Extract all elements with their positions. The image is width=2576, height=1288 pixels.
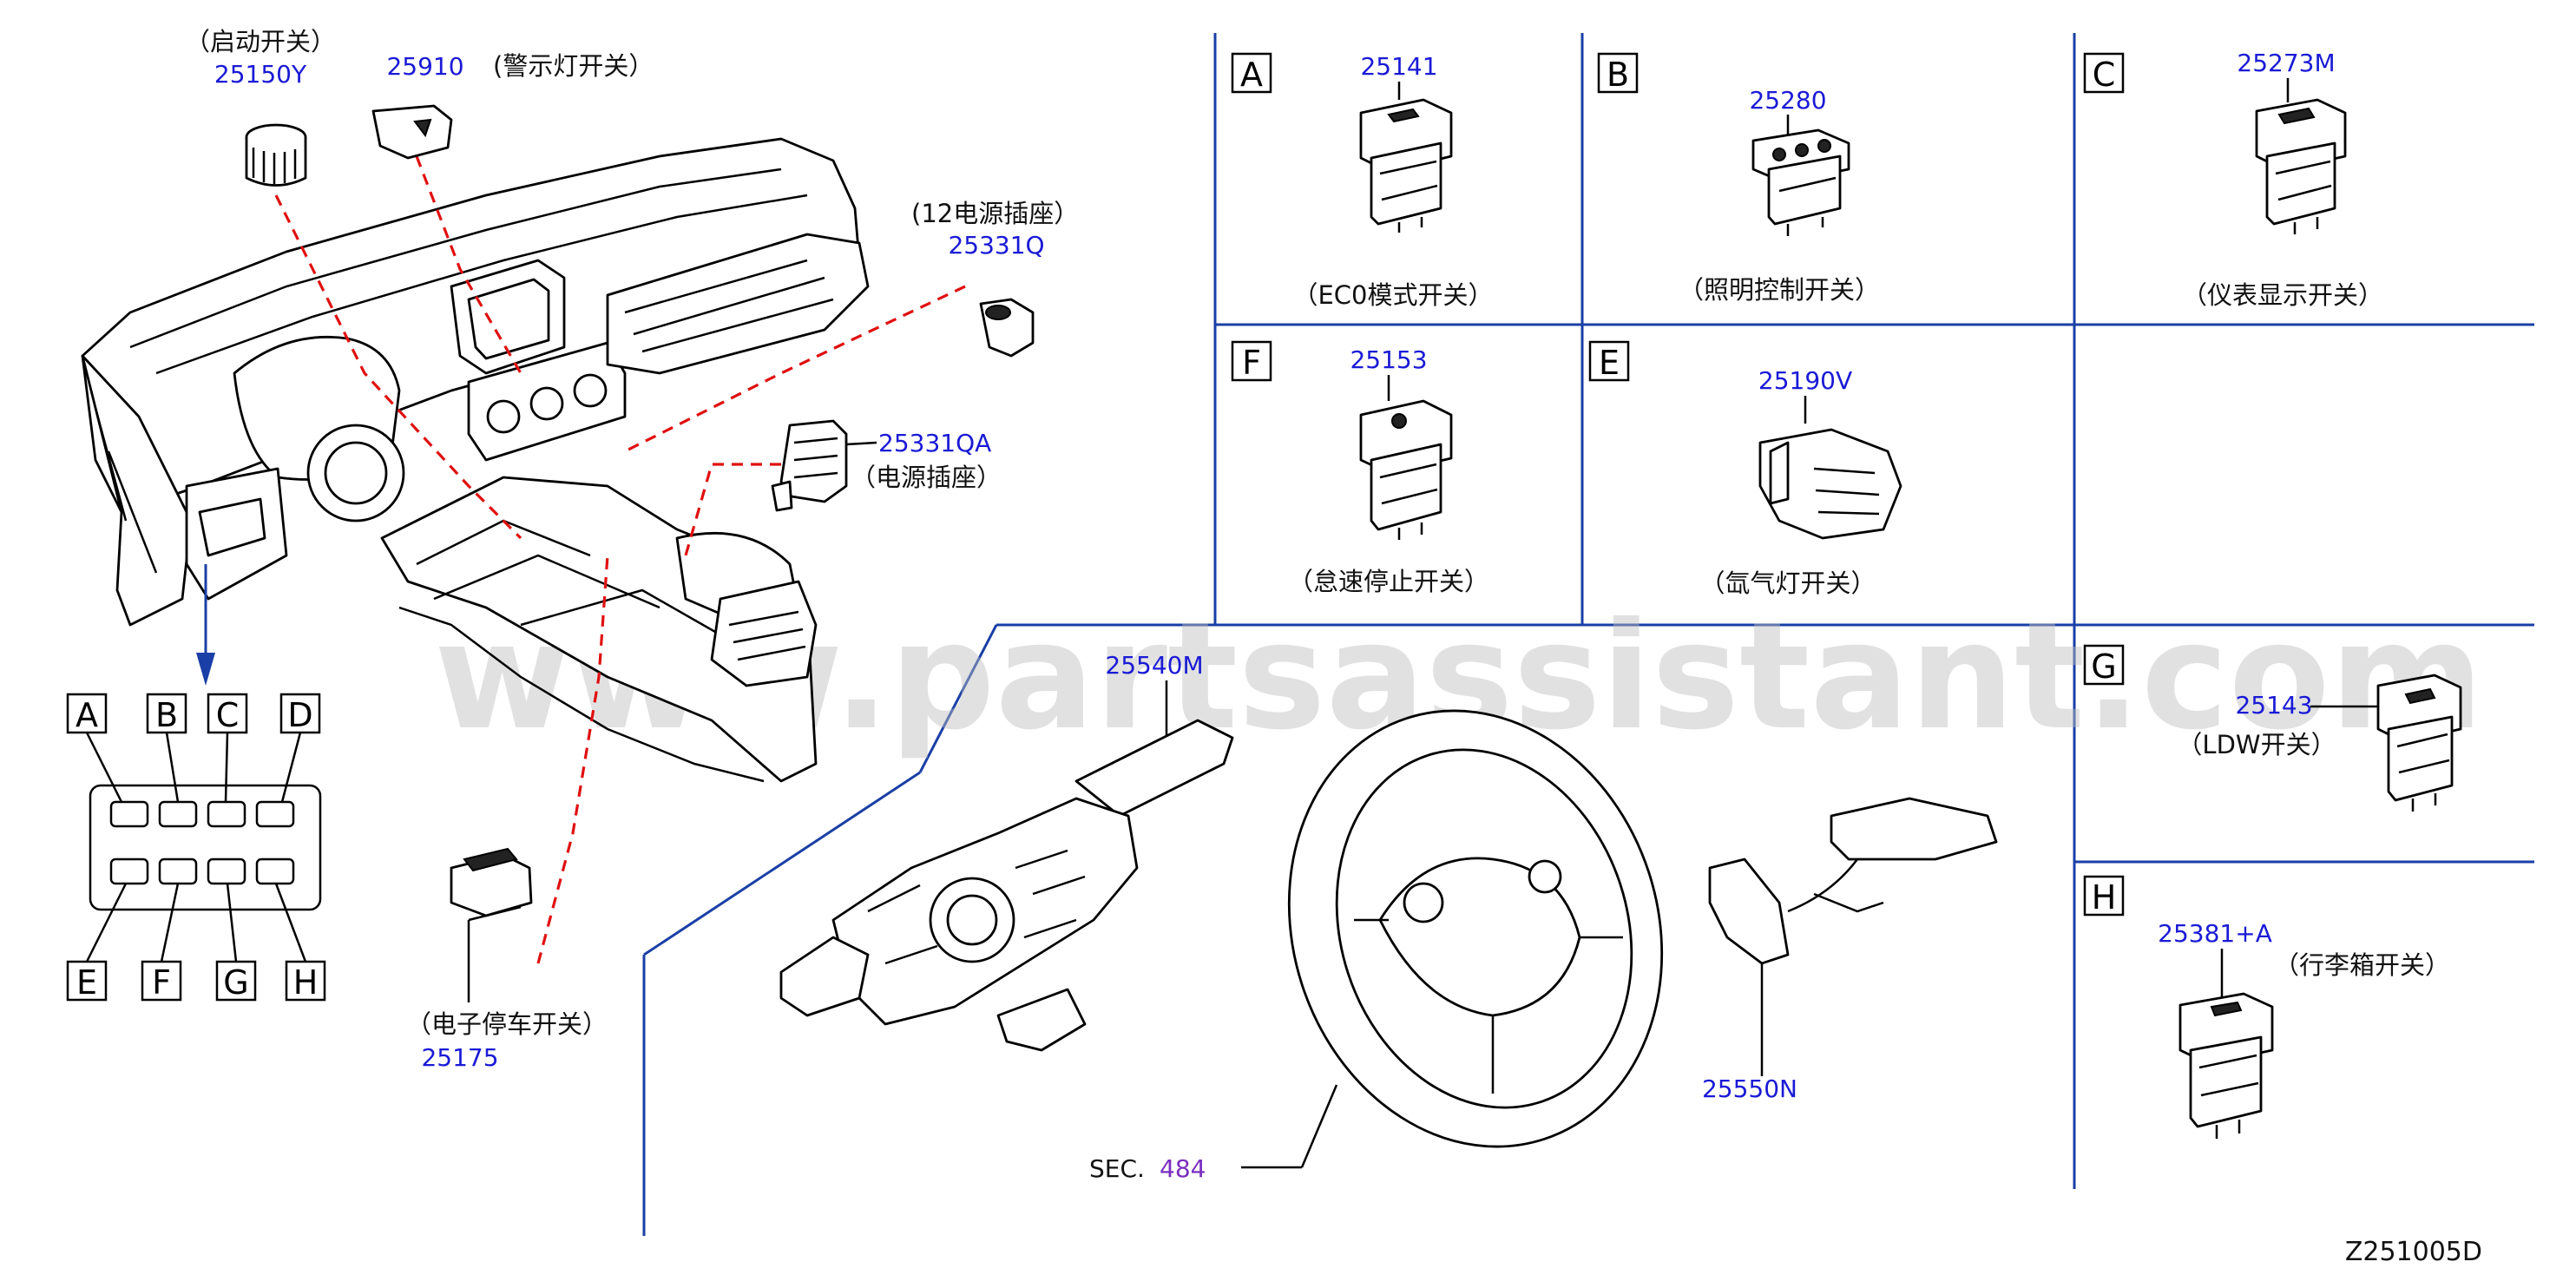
epb-switch-part (450, 847, 533, 922)
steering-switch-part-number: 25550N (1702, 1074, 1797, 1103)
figure-code: Z251005D (2345, 1237, 2482, 1267)
grid-cell-g: G 25143 （LDW开关） (2083, 644, 2462, 812)
grid-caption-b: （照明控制开关） (1679, 275, 1880, 305)
grid-part-number-h: 25381+A (2158, 919, 2272, 948)
hazard-switch-part (371, 104, 453, 160)
grid-dividers (642, 33, 2534, 1236)
epb-switch-part-number: 25175 (421, 1043, 498, 1072)
grid-cell-b: B 25280 （照明控制开关） (1597, 52, 1880, 305)
grid-part-number-a: 25141 (1360, 52, 1437, 81)
panel-letter-f: F (152, 963, 171, 1002)
grid-letter-g: G (2091, 647, 2116, 686)
combination-switch-part: 25540M (779, 651, 1234, 1052)
dashboard-assembly (81, 137, 870, 783)
steering-wheel-part (1241, 709, 1664, 1169)
outlet-12v-caption: (12电源插座） (911, 199, 1079, 228)
panel-letter-d: D (287, 696, 312, 734)
panel-letter-g: G (223, 963, 248, 1002)
grid-cell-h: H 25381+A （行李箱开关） (2083, 875, 2450, 1139)
grid-part-number-f: 25153 (1350, 345, 1427, 374)
outlet-part-number: 25331QA (878, 429, 991, 457)
sec-number: 484 (1160, 1154, 1206, 1183)
grid-caption-a: （EC0模式开关） (1292, 280, 1493, 310)
grid-letter-c: C (2093, 56, 2116, 94)
grid-cell-a: A 25141 （EC0模式开关） (1231, 52, 1494, 310)
grid-caption-f: （怠速停止开关） (1288, 567, 1489, 596)
panel-letter-e: E (76, 963, 97, 1002)
grid-letter-h: H (2092, 878, 2117, 917)
sec-label: SEC. (1089, 1154, 1145, 1183)
grid-caption-c: （仪表显示开关） (2182, 280, 2383, 310)
grid-letter-b: B (1607, 56, 1629, 94)
steering-switch-part: 25550N (1702, 797, 1998, 1103)
grid-caption-g: （LDW开关） (2177, 730, 2336, 759)
dashed-leaders (274, 155, 966, 964)
start-switch-part-number: 25150Y (214, 60, 307, 89)
dashboard-callouts: （启动开关） 25150Y 25910 (警示灯开关） (12电源插座） 253… (185, 27, 1079, 1072)
panel-letter-a: A (76, 696, 98, 734)
grid-cell-e: E 25190V （氙气灯开关） (1588, 340, 1902, 598)
start-switch-part (245, 123, 307, 187)
grid-part-number-c: 25273M (2237, 49, 2335, 77)
hazard-switch-caption: (警示灯开关） (493, 51, 654, 81)
start-switch-caption: （启动开关） (185, 27, 336, 56)
hazard-switch-part-number: 25910 (386, 52, 463, 81)
grid-cell-c: C 25273M （仪表显示开关） (2083, 49, 2383, 310)
grid-caption-e: （氙气灯开关） (1699, 568, 1876, 598)
panel-letter-h: H (293, 963, 319, 1002)
grid-letter-e: E (1599, 344, 1620, 382)
panel-letter-b: B (155, 696, 178, 734)
epb-switch-caption: （电子停车开关） (406, 1009, 608, 1039)
grid-part-number-e: 25190V (1758, 366, 1852, 395)
panel-letter-c: C (216, 696, 240, 734)
switch-panel: A B C D E F G H (66, 564, 326, 1002)
power-outlet-12v-part (979, 298, 1035, 358)
grid-part-number-b: 25280 (1749, 86, 1826, 115)
outlet-caption: （电源插座） (851, 463, 1002, 492)
power-outlet-part (771, 419, 848, 512)
outlet-12v-part-number: 25331Q (948, 231, 1044, 260)
combination-switch-part-number: 25540M (1105, 651, 1203, 680)
grid-letter-f: F (1242, 344, 1261, 382)
grid-caption-h: （行李箱开关） (2274, 950, 2450, 980)
grid-cell-f: F 25153 （怠速停止开关） (1231, 340, 1489, 596)
grid-letter-a: A (1240, 56, 1263, 94)
grid-part-number-g: 25143 (2235, 691, 2312, 720)
